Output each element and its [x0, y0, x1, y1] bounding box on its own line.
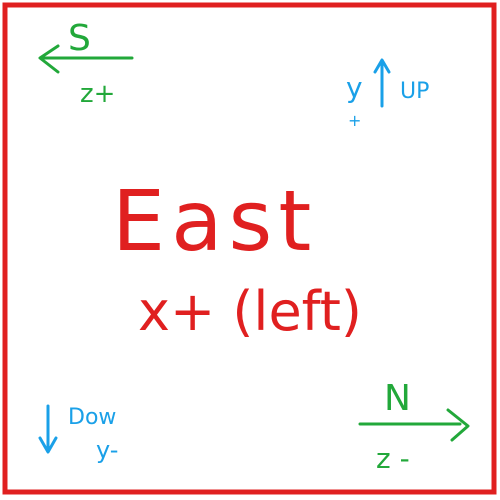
down-marker: Dow y-: [38, 404, 118, 464]
south-label: S: [68, 18, 91, 59]
north-axis-label: z -: [376, 442, 410, 475]
down-axis-label: y-: [96, 436, 118, 464]
south-marker: S z+: [38, 18, 134, 109]
up-arrow-icon: [373, 58, 391, 108]
canvas-border: [2, 2, 497, 495]
up-axis-plus: +: [348, 111, 361, 130]
east-title: East: [112, 172, 317, 270]
north-marker: N z -: [358, 378, 470, 475]
up-marker: y + UP: [346, 58, 429, 130]
up-axis-letter: y: [346, 71, 363, 104]
north-label: N: [384, 378, 411, 419]
left-arrow-icon: [38, 44, 134, 74]
east-subtitle: x+ (left): [138, 280, 362, 343]
right-arrow-icon: [358, 408, 470, 442]
east-marker: East x+ (left): [112, 172, 362, 343]
down-label: Dow: [68, 405, 116, 430]
south-axis-label: z+: [80, 79, 115, 109]
down-arrow-icon: [38, 404, 58, 454]
up-label: UP: [400, 79, 429, 104]
